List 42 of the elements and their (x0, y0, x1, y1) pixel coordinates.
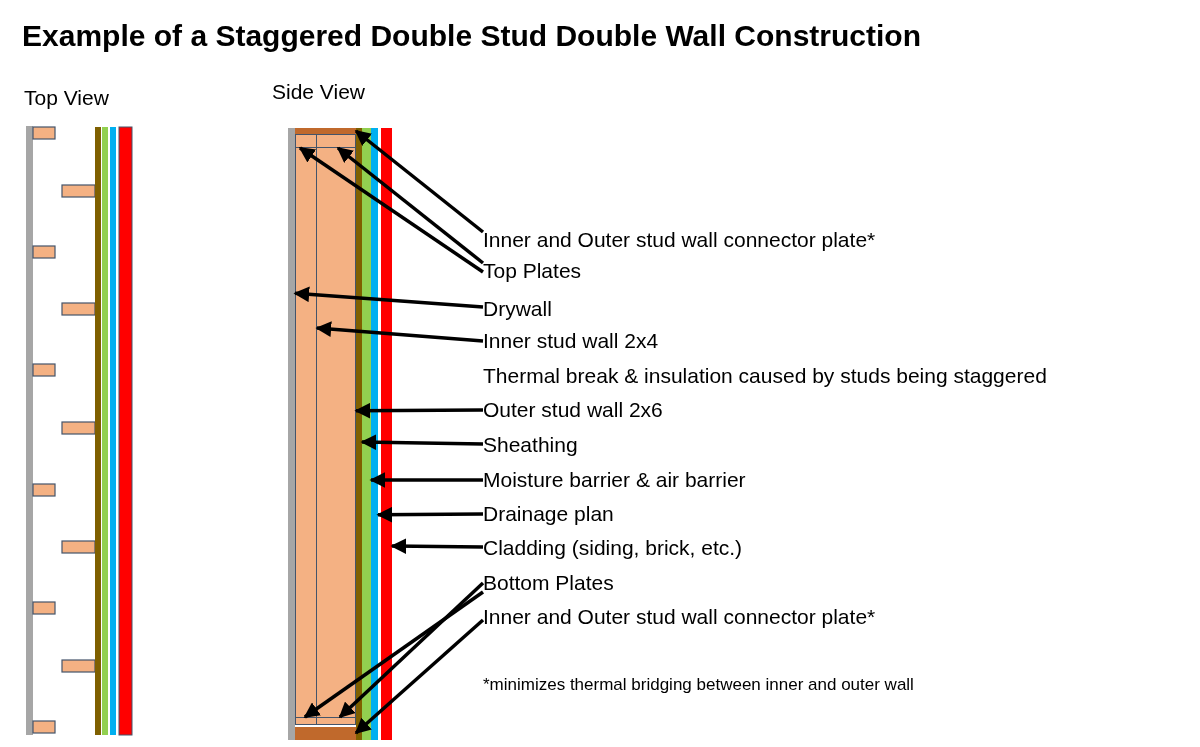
callout-label: Inner and Outer stud wall connector plate* (483, 228, 876, 252)
leader-line (298, 146, 484, 274)
drywall-layer (288, 128, 295, 740)
callout-label: Drywall (483, 297, 552, 321)
top-plate (316, 134, 356, 148)
callout-label: Inner and Outer stud wall connector plate* (483, 605, 876, 629)
outer-stud-wall (316, 147, 356, 718)
sheathing-layer (356, 128, 362, 740)
callout-label: Outer stud wall 2x6 (483, 398, 663, 422)
leader-line (354, 618, 485, 735)
footnote: *minimizes thermal bridging between inner and outer wall (483, 674, 914, 696)
leader-line (315, 321, 484, 343)
view-label: Side View (272, 80, 365, 104)
callout-label: Bottom Plates (483, 571, 614, 595)
drainage-layer (371, 128, 378, 740)
leader-line (336, 146, 485, 265)
callout-label: Top Plates (483, 259, 582, 283)
callout-label: Sheathing (483, 433, 578, 457)
leader-line (390, 538, 483, 555)
inner-stud-wall (295, 147, 317, 718)
leader-line (369, 472, 483, 488)
title: Example of a Staggered Double Stud Double Wall Construction (22, 18, 921, 54)
view-label: Top View (24, 86, 109, 110)
leader-line (303, 590, 484, 719)
connector-plate (295, 727, 356, 740)
leader-line (293, 286, 484, 309)
note: Thermal break & insulation caused by studs being staggered (483, 364, 1047, 388)
cladding-layer (381, 128, 392, 740)
callout-label: Cladding (siding, brick, etc.) (483, 536, 743, 560)
top-plate (295, 134, 317, 148)
bottom-plate (295, 717, 317, 725)
moisture-barrier-layer (362, 128, 371, 740)
connector-plate (295, 128, 356, 134)
callout-label: Moisture barrier & air barrier (483, 468, 746, 492)
leader-line (354, 129, 485, 234)
leader-line (360, 434, 484, 451)
callout-label: Inner stud wall 2x4 (483, 329, 659, 353)
callout-label: Drainage plan (483, 502, 614, 526)
bottom-plate (316, 717, 356, 725)
leader-line (338, 581, 485, 719)
leader-line (376, 506, 483, 523)
leader-line (354, 402, 483, 419)
